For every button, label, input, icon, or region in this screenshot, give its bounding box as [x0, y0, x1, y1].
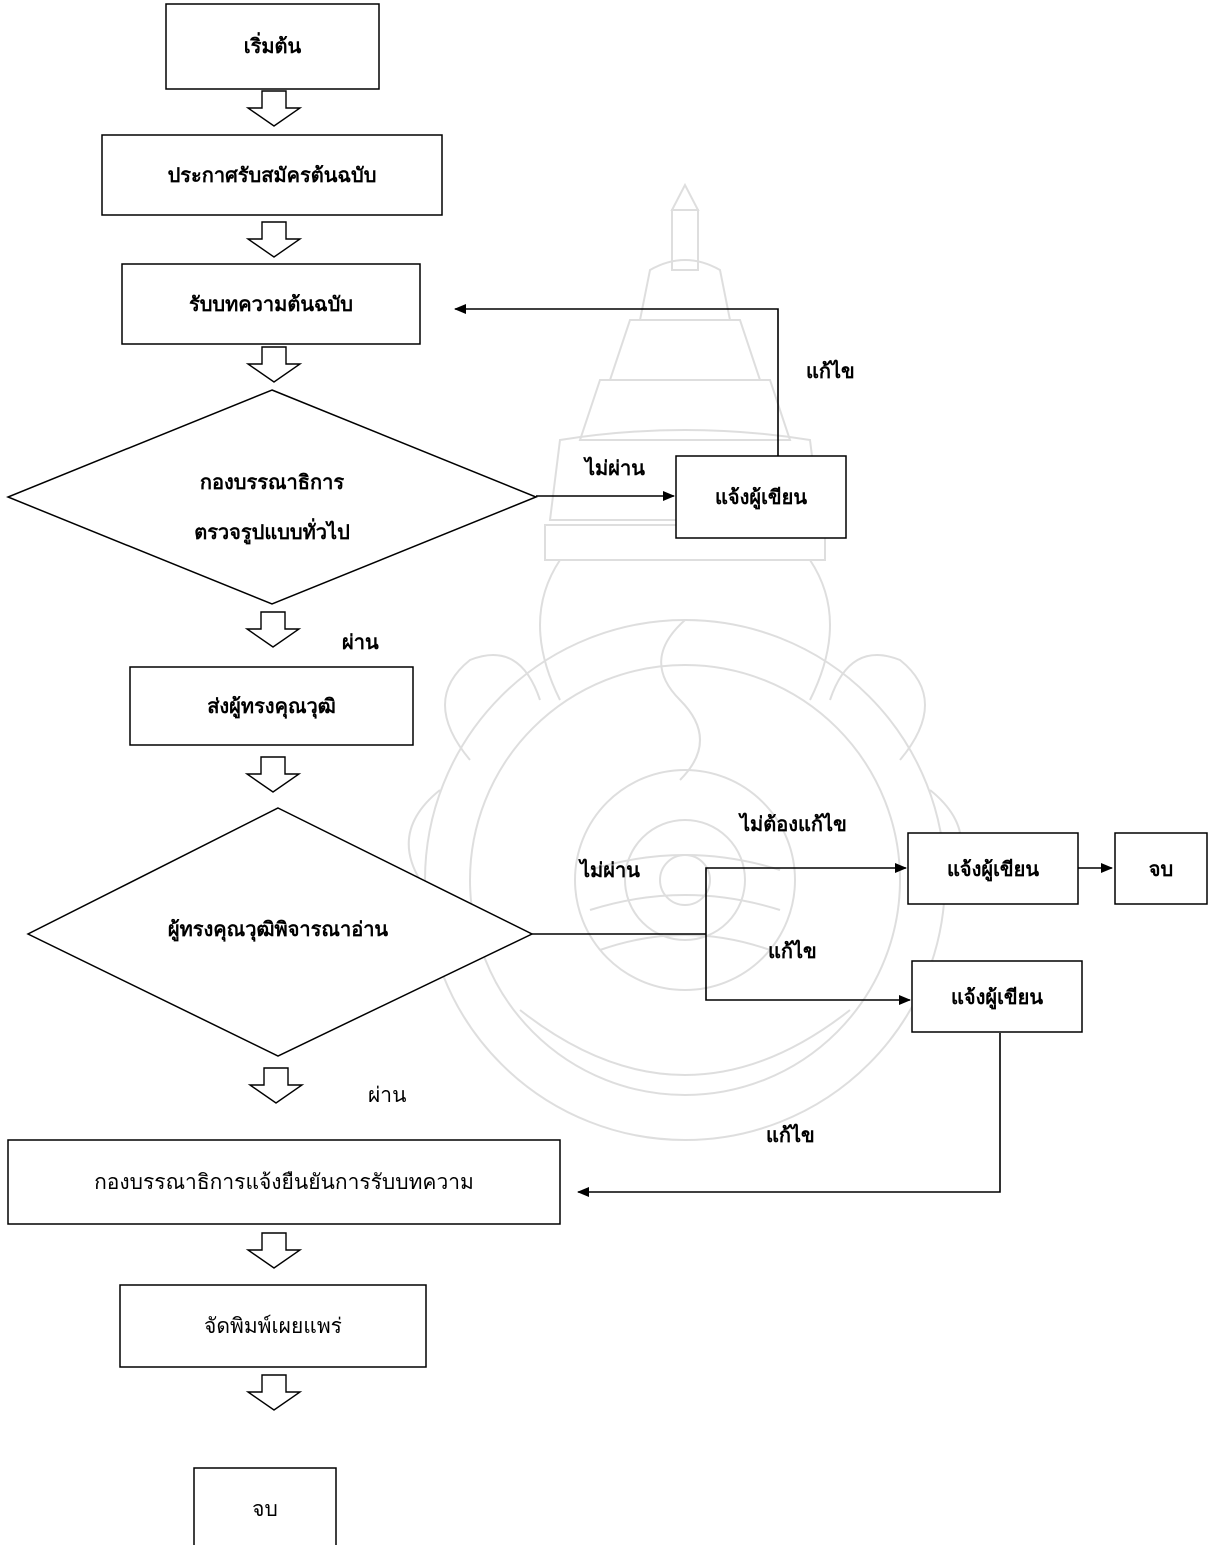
- revise-return-arrow: [577, 1033, 1001, 1197]
- pass-label-1: ผ่าน: [342, 630, 379, 654]
- block-arrow-6: [247, 1067, 305, 1104]
- pass-label-2: ผ่าน: [368, 1083, 407, 1107]
- watermark-seal: [407, 182, 963, 1141]
- revise-arrow-2: [705, 934, 911, 1005]
- fail-label-1: ไม่ผ่าน: [585, 456, 645, 480]
- publish-box: [119, 1284, 427, 1368]
- start-box: [165, 3, 380, 90]
- revise-label-2: แก้ไข: [768, 939, 817, 963]
- receive-box: [121, 263, 421, 345]
- publish-label: จัดพิมพ์เผยแพร่: [204, 1314, 342, 1338]
- confirm-acceptance-box: [7, 1139, 561, 1225]
- notify-author-box-3: [911, 960, 1083, 1033]
- receive-label: รับบทความต้นฉบับ: [188, 292, 353, 316]
- end-label-final: จบ: [252, 1497, 278, 1521]
- start-label: เริ่มต้น: [243, 34, 302, 58]
- announce-box: [101, 134, 443, 216]
- editorial-check-label-2: ตรวจรูปแบบทั่วไป: [194, 520, 350, 544]
- block-arrow-4: [244, 611, 302, 648]
- notify-author-label-3: แจ้งผู้เขียน: [951, 985, 1043, 1009]
- confirm-acceptance-label: กองบรรณาธิการแจ้งยืนยันการรับบทความ: [94, 1170, 474, 1194]
- notify-author-label-1: แจ้งผู้เขียน: [715, 485, 807, 509]
- notify-author-label-2: แจ้งผู้เขียน: [947, 857, 1039, 881]
- end-label-1: จบ: [1148, 857, 1174, 881]
- announce-label: ประกาศรับสมัครต้นฉบับ: [167, 163, 377, 187]
- revise-loop-1: [454, 304, 779, 456]
- block-arrow-2: [245, 221, 303, 258]
- editorial-check-label-1: กองบรรณาธิการ: [199, 470, 345, 494]
- no-revision-label: ไม่ต้องแก้ไข: [740, 812, 847, 836]
- editorial-check-diamond: [6, 389, 538, 605]
- reviewers-label: ผู้ทรงคุณวุฒิพิจารณาอ่าน: [167, 917, 389, 941]
- block-arrow-7: [245, 1232, 303, 1269]
- no-revision-arrow: [705, 863, 907, 934]
- end-box-final: [193, 1467, 337, 1545]
- send-reviewers-box: [129, 666, 414, 746]
- fail-label-2: ไม่ผ่าน: [580, 858, 640, 882]
- block-arrow-5: [244, 756, 302, 793]
- notify-author-box-1: [675, 455, 847, 539]
- block-arrow-8: [245, 1374, 303, 1411]
- notify-author-box-2: [907, 832, 1079, 905]
- end-box-1: [1114, 832, 1208, 905]
- send-reviewers-label: ส่งผู้ทรงคุณวุฒิ: [207, 694, 336, 718]
- reviewers-diamond: [26, 807, 534, 1057]
- block-arrow-1: [245, 90, 303, 127]
- revise-label-3: แก้ไข: [766, 1123, 815, 1147]
- revise-label-1: แก้ไข: [806, 359, 855, 383]
- block-arrow-3: [245, 346, 303, 383]
